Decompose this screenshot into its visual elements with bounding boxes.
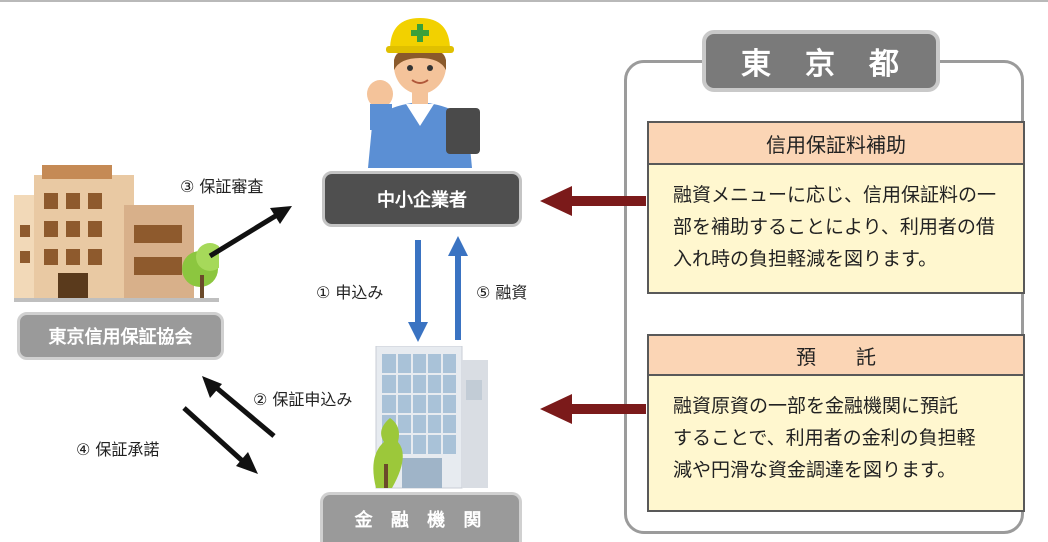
- loan-arrow-up: [448, 236, 468, 340]
- guarantee-association-label: 東京信用保証協会: [17, 312, 224, 360]
- deposit-arrow: [540, 394, 646, 424]
- deposit-text: 融資原資の一部を金融機関に預託 することで、利用者の金利の負担軽 減や円滑な資金…: [647, 376, 1025, 512]
- step-5-loan: ⑤ 融資: [476, 283, 528, 302]
- worker-illustration: [367, 18, 480, 168]
- review-arrow: [208, 206, 292, 259]
- step-3-guarantee-review: ③ 保証審査: [180, 177, 264, 196]
- subsidy-text: 融資メニューに応じ、信用保証料の一 部を補助することにより、利用者の借 入れ時の…: [647, 165, 1025, 294]
- subsidy-box: 信用保証料補助 融資メニューに応じ、信用保証料の一 部を補助することにより、利用…: [647, 121, 1025, 294]
- guarantee-approval-arrow: [182, 406, 258, 474]
- deposit-box: 預 託 融資原資の一部を金融機関に預託 することで、利用者の金利の負担軽 減や円…: [647, 334, 1025, 512]
- sme-label: 中小企業者: [322, 171, 522, 227]
- subsidy-title: 信用保証料補助: [647, 121, 1025, 165]
- top-rule: [0, 0, 1048, 2]
- step-1-apply: ① 申込み: [316, 283, 384, 302]
- deposit-title: 預 託: [647, 334, 1025, 376]
- guarantee-association-building-icon: [14, 165, 219, 302]
- tokyo-title: 東 京 都: [702, 30, 940, 92]
- step-4-guarantee-approval: ④ 保証承諾: [76, 440, 160, 459]
- step-2-guarantee-request: ② 保証申込み: [253, 390, 353, 409]
- bank-building-icon: [373, 346, 488, 489]
- subsidy-arrow: [540, 186, 646, 216]
- apply-arrow-down: [408, 240, 428, 342]
- guarantee-request-arrow: [202, 376, 276, 438]
- bank-label: 金 融 機 関: [320, 492, 522, 542]
